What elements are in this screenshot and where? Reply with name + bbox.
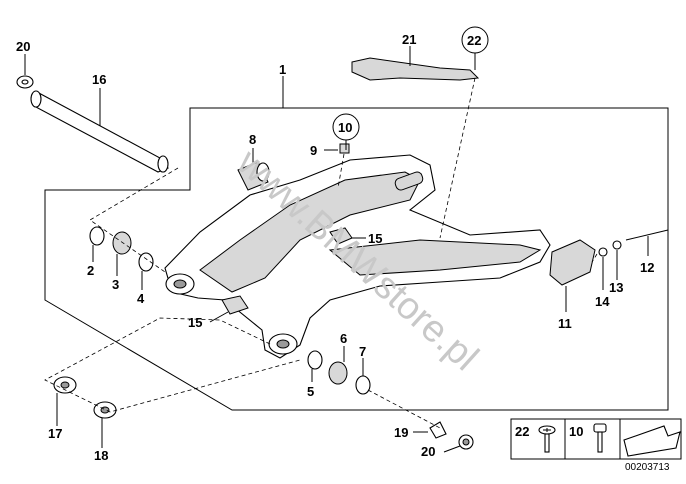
leader-lower xyxy=(44,317,301,413)
callout-13: 13 xyxy=(609,280,623,295)
bracket-21 xyxy=(351,46,480,81)
axle-16 xyxy=(30,88,169,173)
callout-5: 5 xyxy=(307,384,314,399)
direction-arrow-icon xyxy=(623,425,681,457)
bolt-icon xyxy=(593,423,607,453)
callout-14: 14 xyxy=(595,294,610,309)
screw-icon xyxy=(538,425,556,453)
callout-18: 18 xyxy=(94,448,108,463)
callout-12: 12 xyxy=(640,260,654,275)
diagram-code: 00203713 xyxy=(625,462,670,473)
callout-8: 8 xyxy=(249,132,256,147)
callout-15-lower: 15 xyxy=(188,315,202,330)
bolt-12-set xyxy=(598,229,669,290)
leader-axle xyxy=(89,167,179,273)
callout-20-bottom: 20 xyxy=(421,444,435,459)
legend: 22 10 00203713 xyxy=(510,418,682,473)
legend-item-22: 22 xyxy=(515,424,529,439)
callout-9: 9 xyxy=(310,143,317,158)
chain-guard-11 xyxy=(549,239,596,312)
callout-2: 2 xyxy=(87,263,94,278)
pads-15 xyxy=(209,227,366,323)
washer-20-top xyxy=(16,54,34,89)
washers-17-18 xyxy=(53,376,117,448)
bearing-set-right xyxy=(307,346,371,395)
callout-4: 4 xyxy=(137,291,145,306)
callout-10: 10 xyxy=(338,120,352,135)
callout-22: 22 xyxy=(467,33,481,48)
callout-21: 21 xyxy=(402,32,416,47)
callout-11: 11 xyxy=(558,316,572,331)
callout-16: 16 xyxy=(92,72,106,87)
bearing-set-left xyxy=(89,226,154,290)
legend-item-10: 10 xyxy=(569,424,583,439)
callout-17: 17 xyxy=(48,426,62,441)
callout-6: 6 xyxy=(340,331,347,346)
callout-20-top: 20 xyxy=(16,39,30,54)
bushing-8 xyxy=(237,148,270,191)
nut-9 xyxy=(324,143,350,154)
callout-19: 19 xyxy=(394,425,408,440)
callout-15-upper: 15 xyxy=(368,231,382,246)
leader-clip xyxy=(367,389,441,429)
callout-7: 7 xyxy=(359,344,366,359)
assembly-outline xyxy=(44,107,669,411)
callout-1: 1 xyxy=(279,62,286,77)
leader-bracket xyxy=(439,77,476,239)
swing-arm-body xyxy=(164,154,551,359)
leader-bolt xyxy=(591,253,598,263)
callout-3: 3 xyxy=(112,277,119,292)
leader-nut xyxy=(337,153,345,189)
clip-19-washer-20 xyxy=(413,421,474,453)
